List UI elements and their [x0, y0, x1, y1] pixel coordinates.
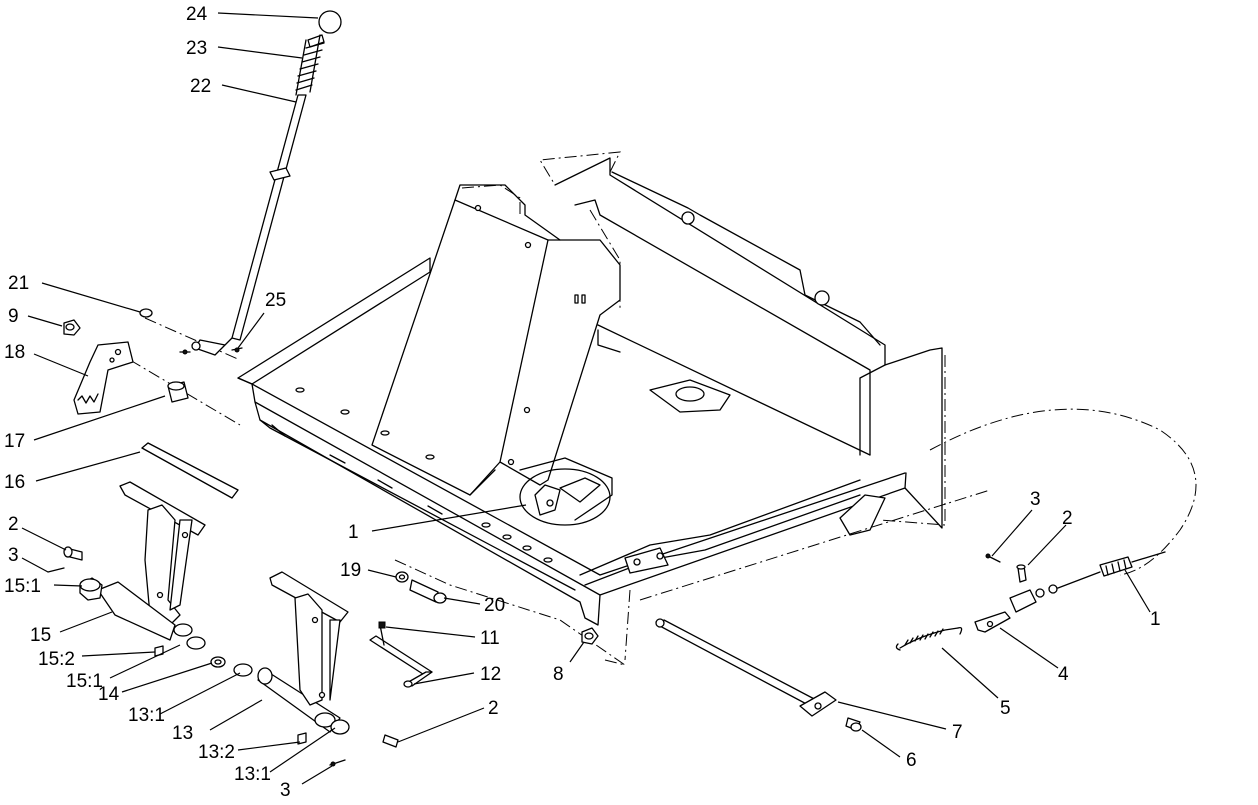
- callout-13-2: 13:2: [198, 742, 235, 763]
- callout-15-2: 15:2: [38, 649, 75, 670]
- pin-11: [378, 621, 386, 629]
- callout-5: 5: [1000, 698, 1011, 719]
- callout-labels: 24 23 22 21 9 18 25 17 16 2 3 15:1 15 15…: [4, 4, 1161, 801]
- washer-21: [139, 308, 153, 318]
- callout-1-cable: 1: [1150, 609, 1161, 630]
- callout-23: 23: [186, 38, 207, 59]
- callout-1-frame: 1: [348, 522, 359, 543]
- callout-18: 18: [4, 342, 25, 363]
- pedal-right-assembly: [233, 571, 399, 767]
- callout-6: 6: [906, 750, 917, 771]
- rod-12: [369, 635, 433, 677]
- callout-13-1-bottom: 13:1: [234, 764, 271, 785]
- brake-latch-parts: [63, 308, 189, 415]
- callout-2-right: 2: [1062, 508, 1073, 529]
- knob-24: [318, 10, 342, 34]
- callout-15-1-bottom: 15:1: [66, 671, 103, 692]
- callout-13-1-top: 13:1: [128, 705, 165, 726]
- callout-2-middle: 2: [488, 698, 499, 719]
- pedal-left-assembly: [47, 442, 239, 668]
- callout-25: 25: [265, 290, 286, 311]
- callout-14: 14: [98, 684, 120, 705]
- leader-lines: [21, 12, 1151, 785]
- callout-12: 12: [480, 664, 501, 685]
- callout-15-1-top: 15:1: [4, 576, 41, 597]
- callout-2-left: 2: [8, 514, 19, 535]
- rod-7: [657, 619, 821, 709]
- callout-4: 4: [1058, 664, 1069, 685]
- spring-5: [899, 627, 959, 649]
- callout-3-right: 3: [1030, 489, 1041, 510]
- frame-chassis: [237, 157, 943, 626]
- callout-16: 16: [4, 472, 25, 493]
- shift-lever-assembly: [179, 10, 342, 356]
- cable-spring-assembly: [895, 551, 1166, 651]
- callout-13: 13: [172, 723, 193, 744]
- callout-24: 24: [186, 4, 208, 25]
- pin-2: [382, 734, 399, 748]
- callout-17: 17: [4, 431, 25, 452]
- brake-rod-assembly: [655, 618, 862, 732]
- callout-11: 11: [480, 628, 500, 649]
- callout-3-bottom: 3: [280, 780, 291, 801]
- callout-20: 20: [484, 595, 505, 616]
- linkage-rod-parts: [369, 571, 599, 688]
- callout-8: 8: [553, 664, 564, 685]
- assembly-guide-lines: [129, 151, 1197, 666]
- callout-3-left: 3: [8, 545, 19, 566]
- callout-9: 9: [8, 306, 19, 327]
- callout-22: 22: [190, 76, 211, 97]
- callout-15: 15: [30, 625, 51, 646]
- latch-18: [73, 341, 134, 415]
- callout-19: 19: [340, 560, 361, 581]
- lever-rod-22: [231, 94, 307, 341]
- pedal-hub-15: [97, 581, 176, 641]
- bracket-4: [974, 611, 1011, 633]
- callout-21: 21: [8, 273, 29, 294]
- callout-7: 7: [952, 722, 963, 743]
